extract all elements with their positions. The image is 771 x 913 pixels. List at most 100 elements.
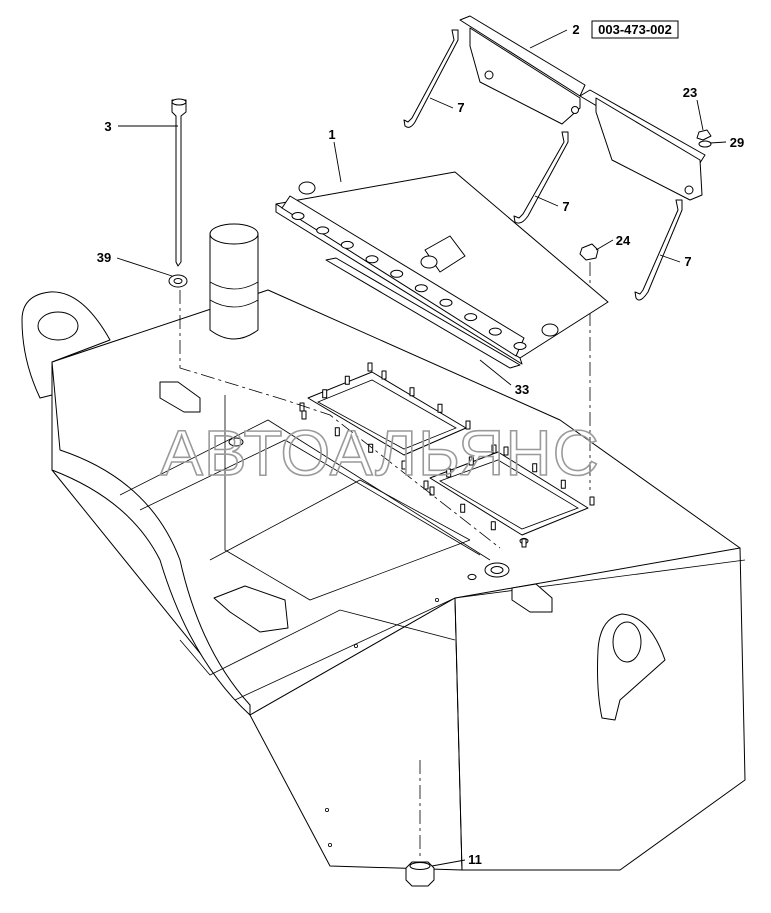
callout-7-mid: 7: [562, 199, 569, 214]
cover-ear-left: [298, 181, 316, 195]
lifting-eye-left: [21, 291, 111, 399]
tank-edge-line-2: [139, 439, 481, 556]
tank-body: [51, 289, 746, 871]
stud: [465, 420, 471, 430]
stud: [368, 443, 374, 453]
cover-hole: [316, 226, 330, 235]
stud: [429, 486, 435, 496]
port-right-inner: [490, 566, 504, 574]
bolt-hole: [434, 598, 439, 603]
tank-right-edge: [454, 559, 746, 599]
nut-large: [579, 243, 599, 261]
nut-small: [696, 129, 712, 141]
cover-hole: [390, 269, 404, 278]
stud: [437, 403, 443, 413]
seal-strip: [325, 257, 521, 369]
leader-24: [595, 239, 614, 251]
bolt-hole: [353, 644, 358, 649]
cover-hole: [464, 313, 478, 322]
tank-corner-edge: [454, 597, 463, 871]
leader-23: [696, 99, 704, 131]
mounting-bracket: [459, 15, 706, 201]
stud: [503, 446, 509, 456]
callout-7-top: 7: [457, 100, 464, 115]
leader-1: [333, 141, 342, 183]
cover-ear-right: [541, 323, 559, 337]
cover-hole: [340, 240, 354, 249]
washer: [698, 140, 712, 148]
top-bracket-left: [159, 381, 201, 413]
stud: [401, 460, 407, 470]
callout-23: 23: [683, 85, 697, 100]
part-number-box: [591, 20, 679, 39]
leader-7a: [429, 97, 454, 109]
stud: [301, 410, 307, 420]
stud: [532, 463, 538, 473]
leader-7b: [534, 195, 559, 207]
bolt-hole: [327, 843, 332, 848]
cover-holes-group: [291, 212, 527, 350]
callout-2: 2: [572, 22, 579, 37]
assembly-line-dipstick: [179, 290, 501, 549]
drain-plug: [405, 861, 435, 887]
stud: [560, 479, 566, 489]
tank-step-line: [209, 479, 471, 561]
stud: [299, 402, 305, 412]
stud: [589, 496, 595, 506]
leader-11: [431, 859, 466, 867]
callout-29: 29: [730, 135, 744, 150]
tank-recess-line: [224, 395, 471, 601]
stud: [381, 370, 387, 380]
leader-39: [479, 359, 512, 386]
stud: [521, 538, 527, 548]
tank-left-face: [51, 361, 251, 716]
port-small: [467, 573, 477, 581]
stud: [446, 468, 452, 478]
cover-hole: [414, 284, 428, 293]
top-bracket-right: [511, 583, 553, 613]
stud: [367, 362, 373, 372]
hook-bolt-2: [513, 131, 569, 224]
watermark-text: АВТОАЛЬЯНС: [160, 417, 600, 489]
tank-front-edge: [234, 597, 456, 701]
stud: [468, 456, 474, 466]
studs-group: [299, 362, 595, 548]
callout-24: 24: [616, 233, 631, 248]
inspection-opening-2: [429, 451, 589, 536]
callout-3: 3: [104, 119, 111, 134]
part-number-label: 003-473-002: [598, 22, 672, 37]
stud: [322, 389, 328, 399]
hook-bolt-1: [403, 29, 459, 128]
leader-29: [709, 141, 727, 144]
port-left: [228, 437, 244, 447]
stud: [423, 480, 429, 490]
hook-bolt-3: [634, 199, 683, 301]
callout-11: 11: [468, 852, 482, 867]
dipstick: [171, 98, 187, 267]
callout-1: 1: [328, 127, 335, 142]
bolt-hole: [324, 808, 329, 813]
callout-33: 39: [97, 250, 111, 265]
cover-hole: [291, 212, 305, 220]
callout-7-right: 7: [684, 254, 691, 269]
leader-7c: [659, 254, 681, 263]
stud: [334, 427, 340, 437]
leader-33: [116, 257, 173, 277]
cover-hole: [488, 327, 502, 336]
cover-hole: [513, 342, 527, 350]
tank-edge-line: [119, 419, 491, 561]
cover-hole: [439, 298, 453, 307]
stud: [491, 444, 497, 454]
leader-2: [529, 29, 568, 49]
cover-hole: [365, 255, 379, 264]
seal-ring: [168, 274, 188, 288]
cover-plate: [275, 171, 609, 365]
filter-element: [209, 223, 259, 340]
lower-bracket: [213, 585, 289, 633]
cover-ear-mid: [420, 255, 438, 269]
stud: [409, 387, 415, 397]
lifting-eye-right: [597, 613, 666, 721]
stud: [344, 375, 350, 385]
